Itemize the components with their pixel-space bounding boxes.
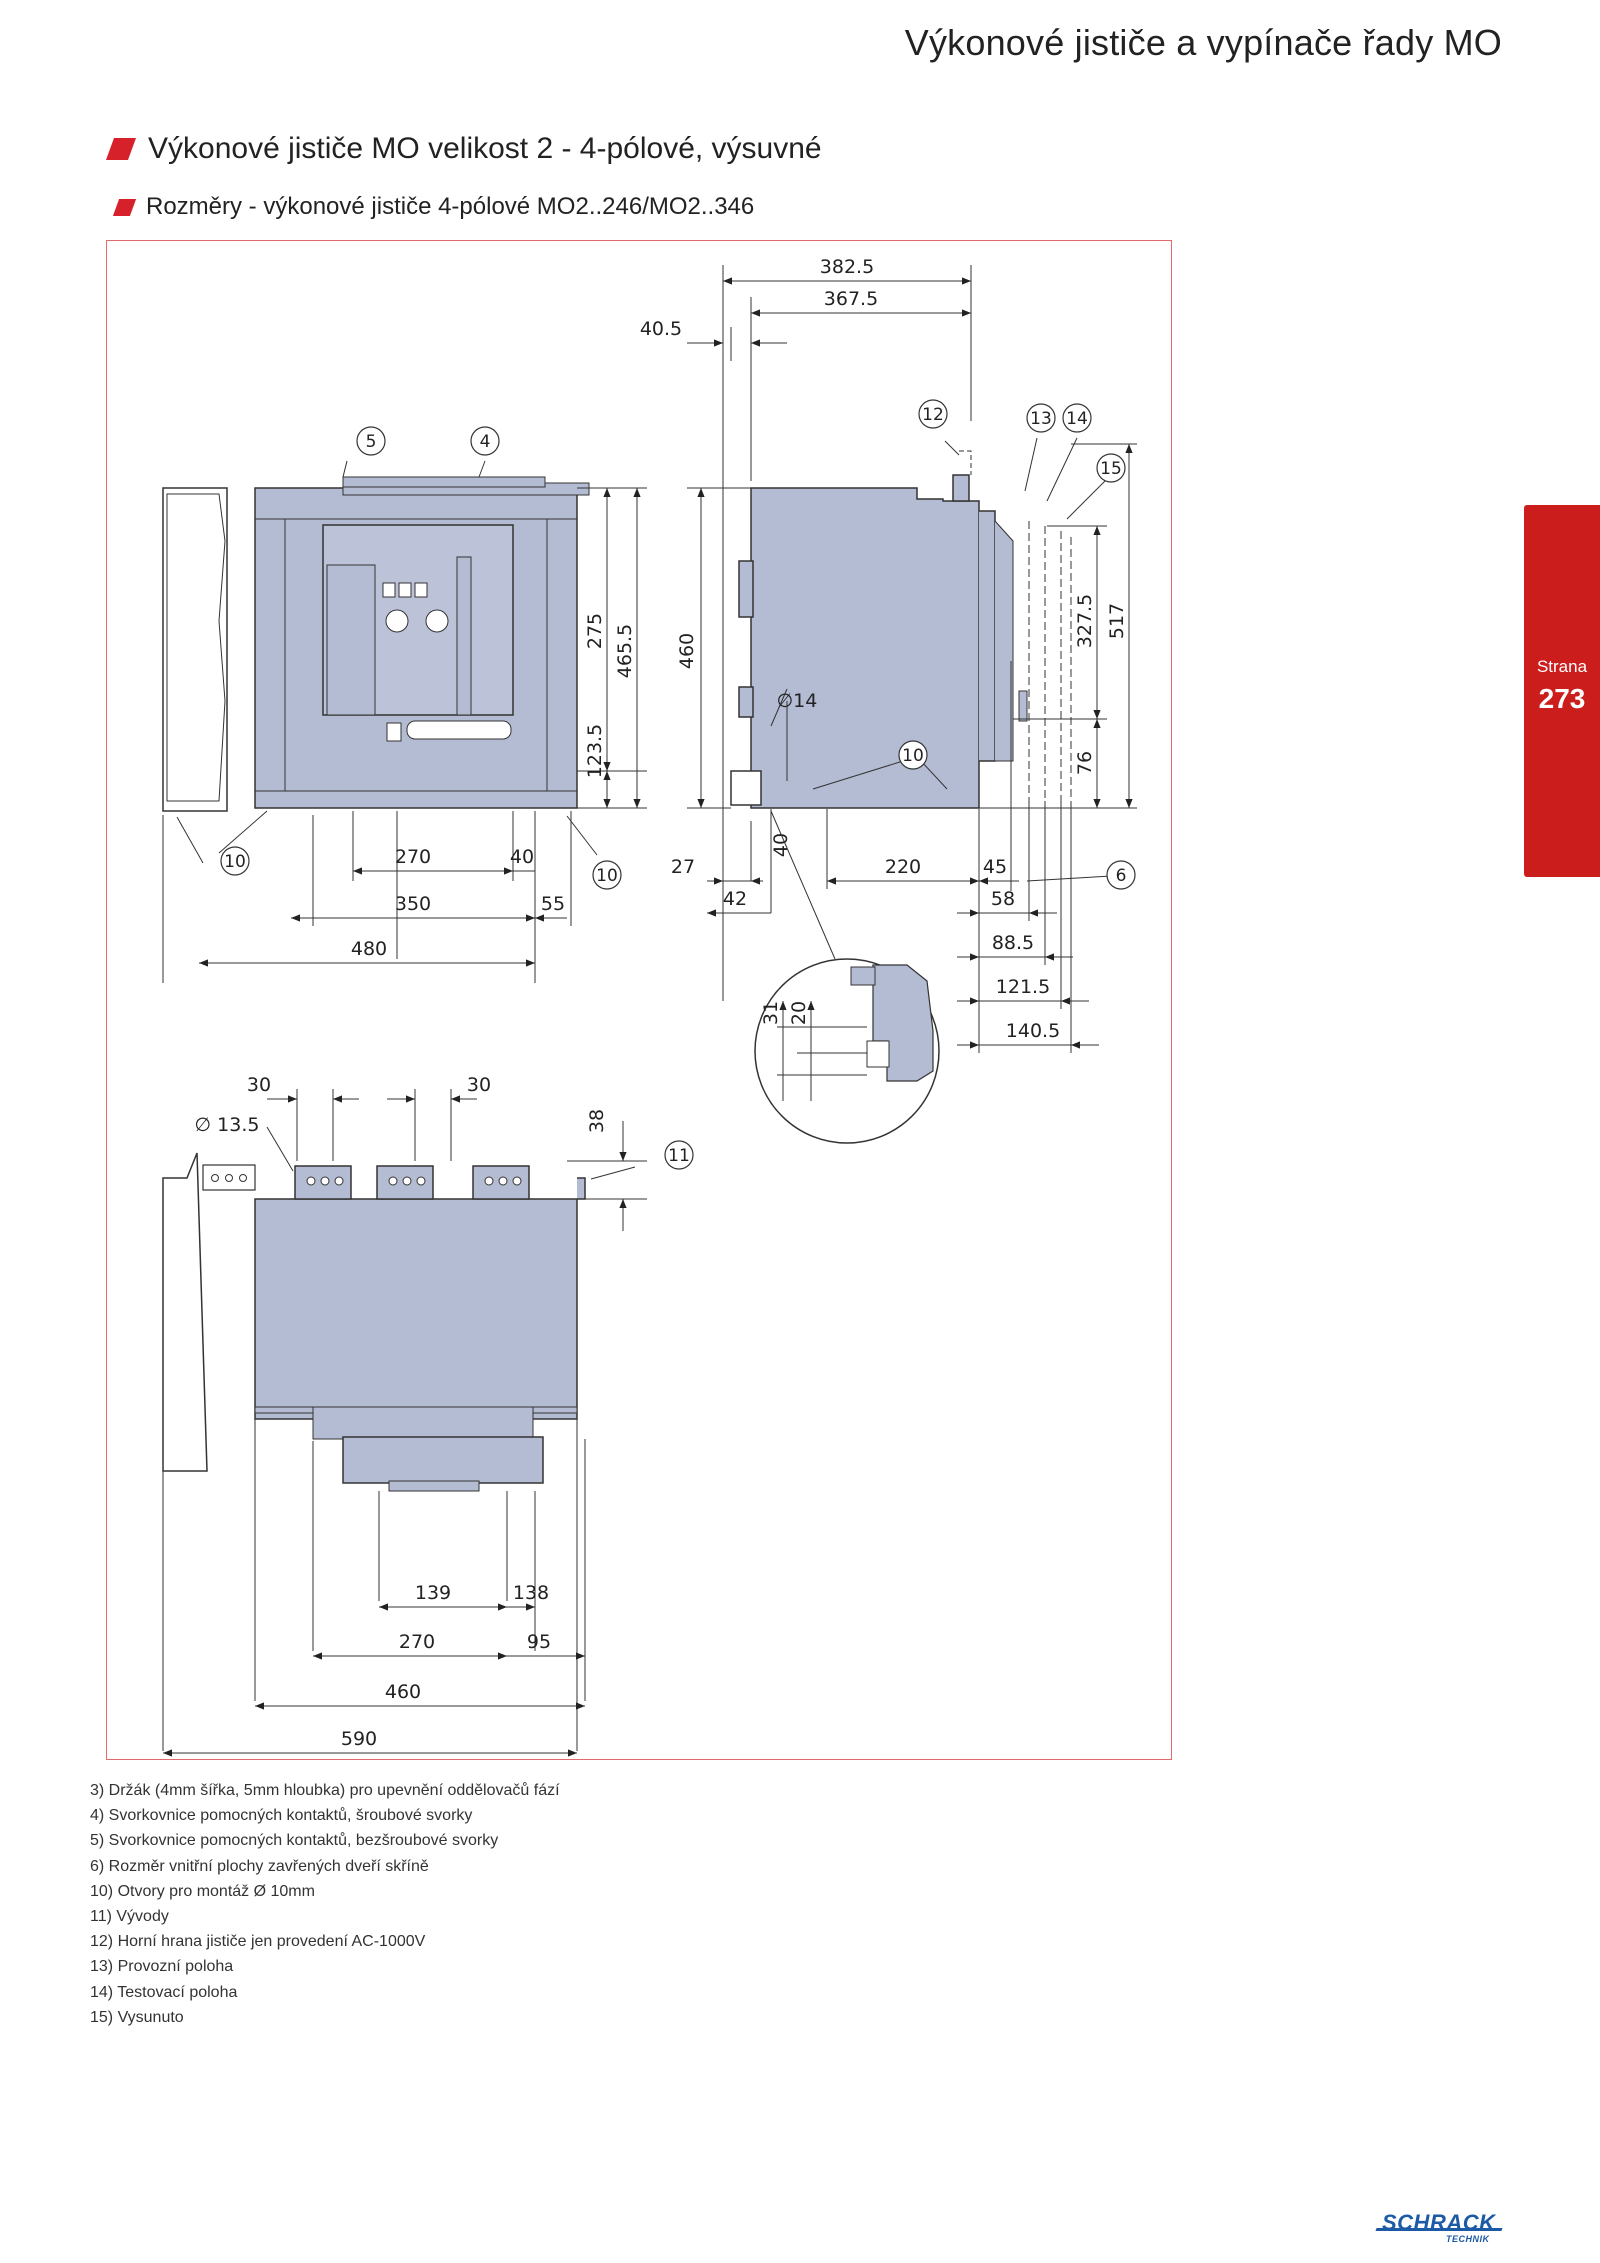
callout-14: 14 — [1066, 409, 1088, 429]
footnote-item: 3) Držák (4mm šířka, 5mm hloubka) pro up… — [90, 1782, 560, 1799]
dim-270-top: 270 — [399, 1631, 435, 1653]
dim-30-right: 30 — [467, 1074, 491, 1096]
page-header-title: Výkonové jističe a vypínače řady MO — [904, 22, 1502, 63]
footnote-item: 10) Otvory pro montáž Ø 10mm — [90, 1882, 315, 1900]
top-view-callouts: 11 — [664, 1140, 694, 1170]
dim-diameter-13-5: ∅ 13.5 — [195, 1114, 260, 1136]
footnote-item: 14) Testovací poloha — [90, 1983, 238, 2001]
detail-view: 31 20 — [754, 810, 940, 1144]
dim-40-5: 40.5 — [640, 318, 682, 340]
dim-42: 42 — [723, 888, 747, 910]
page-number: 273 — [1538, 683, 1586, 714]
footnote-item: 6) Rozměr vnitřní plochy zavřených dveří… — [90, 1857, 429, 1875]
dim-76: 76 — [1074, 751, 1096, 775]
top-view-dim-labels: 30 30 ∅ 13.5 38 139 138 270 95 460 590 — [195, 1074, 608, 1750]
dim-138: 138 — [513, 1582, 549, 1604]
page-tab: Strana 273 — [1524, 505, 1600, 877]
callout-6: 6 — [1116, 866, 1127, 886]
front-view — [162, 476, 590, 812]
footnote-item: 12) Horní hrana jističe jen provedení AC… — [90, 1933, 426, 1951]
logo-subtitle: TECHNIK — [1446, 2234, 1490, 2244]
front-view-callouts: 5 4 10 10 — [220, 426, 622, 890]
callout-12: 12 — [922, 405, 944, 425]
dim-31: 31 — [760, 1001, 782, 1025]
dim-30-left: 30 — [247, 1074, 271, 1096]
dim-40: 40 — [510, 846, 534, 868]
dim-480: 480 — [351, 938, 387, 960]
footnote-item: 5) Svorkovnice pomocných kontaktů, bezšr… — [90, 1832, 499, 1850]
page-tab-label: Strana — [1536, 657, 1588, 676]
dim-95: 95 — [527, 1631, 551, 1653]
footnote-item: 13) Provozní poloha — [90, 1958, 234, 1976]
schrack-logo: SCHRACK TECHNIK — [1372, 2208, 1504, 2248]
dim-27: 27 — [671, 856, 695, 878]
side-view-dimensions — [687, 265, 1137, 1053]
dim-88-5: 88.5 — [992, 932, 1034, 954]
dim-121-5: 121.5 — [996, 976, 1050, 998]
dim-327-5: 327.5 — [1074, 594, 1096, 648]
footnote-item: 11) Vývody — [90, 1908, 169, 1926]
section-title-text: Výkonové jističe MO velikost 2 - 4-pólov… — [148, 132, 822, 165]
top-view-dimensions — [162, 1089, 647, 1757]
callout-11: 11 — [668, 1146, 690, 1166]
callout-10a: 10 — [224, 852, 246, 872]
section-bullet-icon — [105, 138, 137, 160]
technical-drawing-svg: 5 4 10 10 270 40 350 55 480 275 465.5 12… — [162, 256, 1137, 1757]
section-subtitle-text: Rozměry - výkonové jističe 4-pólové MO2.… — [146, 193, 755, 220]
footnotes-list: 3) Držák (4mm šířka, 5mm hloubka) pro up… — [90, 1778, 560, 2030]
dim-465-5: 465.5 — [614, 624, 636, 678]
dim-382-5: 382.5 — [820, 256, 874, 278]
subsection-bullet-icon — [112, 198, 137, 216]
dim-55: 55 — [541, 893, 565, 915]
dim-38: 38 — [586, 1109, 608, 1133]
callout-10b: 10 — [596, 866, 618, 886]
side-view — [730, 450, 1072, 809]
dim-140-5: 140.5 — [1006, 1020, 1060, 1042]
footnote-item: 4) Svorkovnice pomocných kontaktů, šroub… — [90, 1807, 473, 1825]
callout-13: 13 — [1030, 409, 1052, 429]
dim-20: 20 — [788, 1001, 810, 1025]
dim-590: 590 — [341, 1728, 377, 1750]
logo-name: SCHRACK — [1382, 2210, 1496, 2235]
dim-460-side: 460 — [676, 633, 698, 669]
callout-10c: 10 — [902, 746, 924, 766]
dim-139: 139 — [415, 1582, 451, 1604]
dim-123-5: 123.5 — [584, 724, 606, 778]
dim-40-side: 40 — [770, 833, 792, 857]
dim-460-top: 460 — [385, 1681, 421, 1703]
callout-4: 4 — [480, 432, 491, 452]
section-title: Výkonové jističe MO velikost 2 - 4-pólov… — [105, 132, 822, 166]
dim-58: 58 — [991, 888, 1015, 910]
front-view-dim-labels: 270 40 350 55 480 275 465.5 123.5 — [351, 613, 636, 960]
callout-5: 5 — [366, 432, 377, 452]
dim-275: 275 — [584, 613, 606, 649]
front-view-dimensions — [162, 460, 647, 983]
side-view-dim-labels: 382.5 367.5 40.5 460 ∅14 27 42 40 220 45… — [640, 256, 1128, 1042]
dim-367-5: 367.5 — [824, 288, 878, 310]
dim-45: 45 — [983, 856, 1007, 878]
dim-350: 350 — [395, 893, 431, 915]
callout-15: 15 — [1100, 459, 1122, 479]
dim-220: 220 — [885, 856, 921, 878]
side-view-callouts: 12 13 14 15 10 6 — [898, 399, 1136, 890]
section-subtitle: Rozměry - výkonové jističe 4-pólové MO2.… — [112, 193, 755, 221]
dim-517: 517 — [1106, 603, 1128, 639]
technical-drawing: 5 4 10 10 270 40 350 55 480 275 465.5 12… — [106, 240, 1172, 1760]
footnote-item: 15) Vysunuto — [90, 2008, 184, 2026]
dim-270: 270 — [395, 846, 431, 868]
top-view — [162, 1152, 586, 1492]
dim-diameter-14: ∅14 — [777, 690, 818, 712]
